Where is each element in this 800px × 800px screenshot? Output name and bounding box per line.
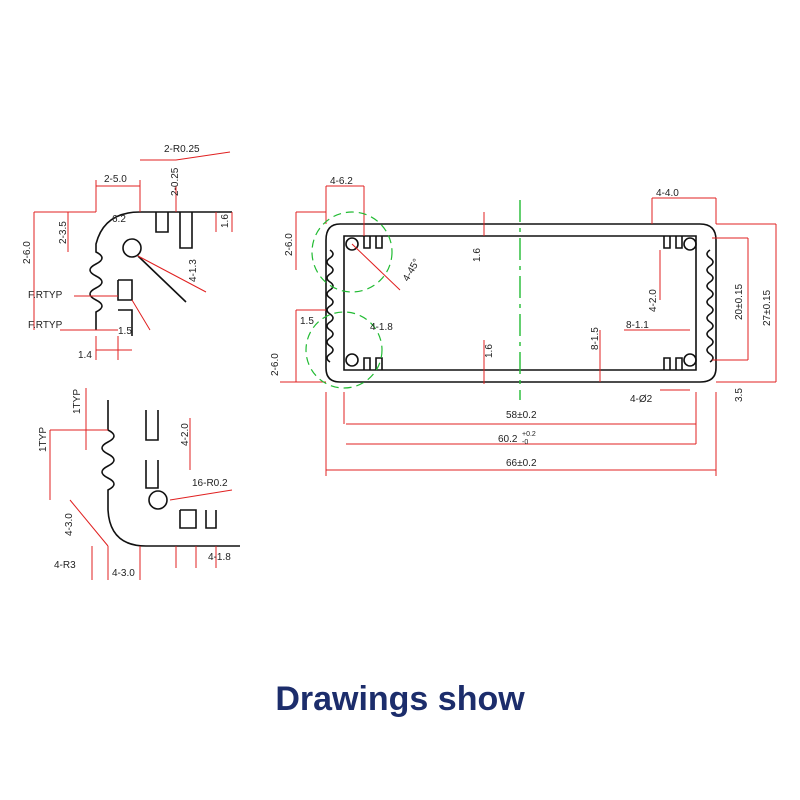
highlight-circle-top [311, 211, 393, 293]
label-16-r02: 16-R0.2 [192, 478, 228, 489]
label-4-6-2: 4-6.2 [330, 176, 353, 187]
label-66-tol: 66±0.2 [506, 458, 537, 469]
label-6-2-detail: 6.2 [112, 214, 126, 225]
pcb-slot-br [663, 357, 683, 370]
label-1-6-main-top: 1.6 [472, 248, 483, 262]
label-4-1-8-detail: 4-1.8 [208, 552, 231, 563]
label-1typ-a: 1TYP [72, 389, 83, 414]
label-2-0-25: 2-0.25 [170, 167, 181, 196]
label-4-r3: 4-R3 [54, 560, 76, 571]
label-60-2: 60.2 [498, 434, 518, 445]
label-4-3-0-vertical: 4-3.0 [64, 513, 75, 536]
screw-boss-tr [683, 237, 697, 251]
pcb-slot-tr [663, 236, 683, 249]
label-1-6-main-bottom: 1.6 [484, 344, 495, 358]
label-2-6-0-detail: 2-6.0 [22, 241, 33, 264]
dimension-labels: 2-R0.25 2-5.0 2-0.25 6.2 1.6 2-3.5 2-6.0… [22, 144, 773, 579]
highlight-circle-bottom [305, 311, 383, 389]
label-60-2-tol-lower: -0 [522, 439, 528, 446]
detail-a-boss-stem [137, 255, 187, 303]
caption: Drawings show [275, 680, 525, 718]
screw-boss-bl [345, 353, 359, 367]
dimension-lines [33, 151, 777, 580]
detail-a-profile [89, 211, 232, 336]
label-4-3-0-horizontal: 4-3.0 [112, 568, 135, 579]
screw-boss-tl [345, 237, 359, 251]
label-2-6-0-main-top: 2-6.0 [284, 233, 295, 256]
highlight-circles [305, 211, 393, 389]
label-1-5-main: 1.5 [300, 316, 314, 327]
label-8-1-5: 8-1.5 [590, 327, 601, 350]
label-4-45deg: 4-45° [401, 257, 423, 283]
label-4-4-0: 4-4.0 [656, 188, 679, 199]
label-4-2-0-main: 4-2.0 [648, 289, 659, 312]
screw-boss-br [683, 353, 697, 367]
label-frtyp-1: F.RTYP [28, 290, 63, 301]
label-58-tol: 58±0.2 [506, 410, 537, 421]
label-2-3-5: 2-3.5 [58, 221, 69, 244]
label-2-5-0: 2-5.0 [104, 174, 127, 185]
label-4-2-0-detail: 4-2.0 [180, 423, 191, 446]
main-left-fins [326, 249, 334, 363]
outline-group [89, 211, 717, 547]
label-60-2-tol-upper: +0.2 [522, 431, 536, 438]
label-1typ-b: 1TYP [38, 427, 49, 452]
label-2-6-0-main-bottom: 2-6.0 [270, 353, 281, 376]
detail-b-profile [101, 400, 240, 547]
label-4-1-3: 4-1.3 [188, 259, 199, 282]
label-3-5: 3.5 [734, 388, 745, 402]
detail-b-boss [148, 490, 168, 510]
label-4-phi2: 4-Ø2 [630, 394, 653, 405]
label-20-tol: 20±0.15 [734, 283, 745, 320]
main-right-fins [706, 249, 714, 363]
pcb-slot-bl [363, 357, 383, 370]
pcb-slot-tl [363, 236, 383, 249]
main-profile-inner [343, 235, 697, 371]
label-8-1-1: 8-1.1 [626, 320, 649, 331]
main-profile-outer [325, 223, 717, 383]
label-2r025: 2-R0.25 [164, 144, 200, 155]
label-1-4: 1.4 [78, 350, 92, 361]
label-27-tol: 27±0.15 [762, 289, 773, 326]
label-1-6-detail: 1.6 [220, 214, 231, 228]
label-4-1-8-main: 4-1.8 [370, 322, 393, 333]
label-1-5-detail: 1.5 [118, 326, 132, 337]
label-frtyp-2: F.RTYP [28, 320, 63, 331]
detail-a-boss [122, 238, 142, 258]
